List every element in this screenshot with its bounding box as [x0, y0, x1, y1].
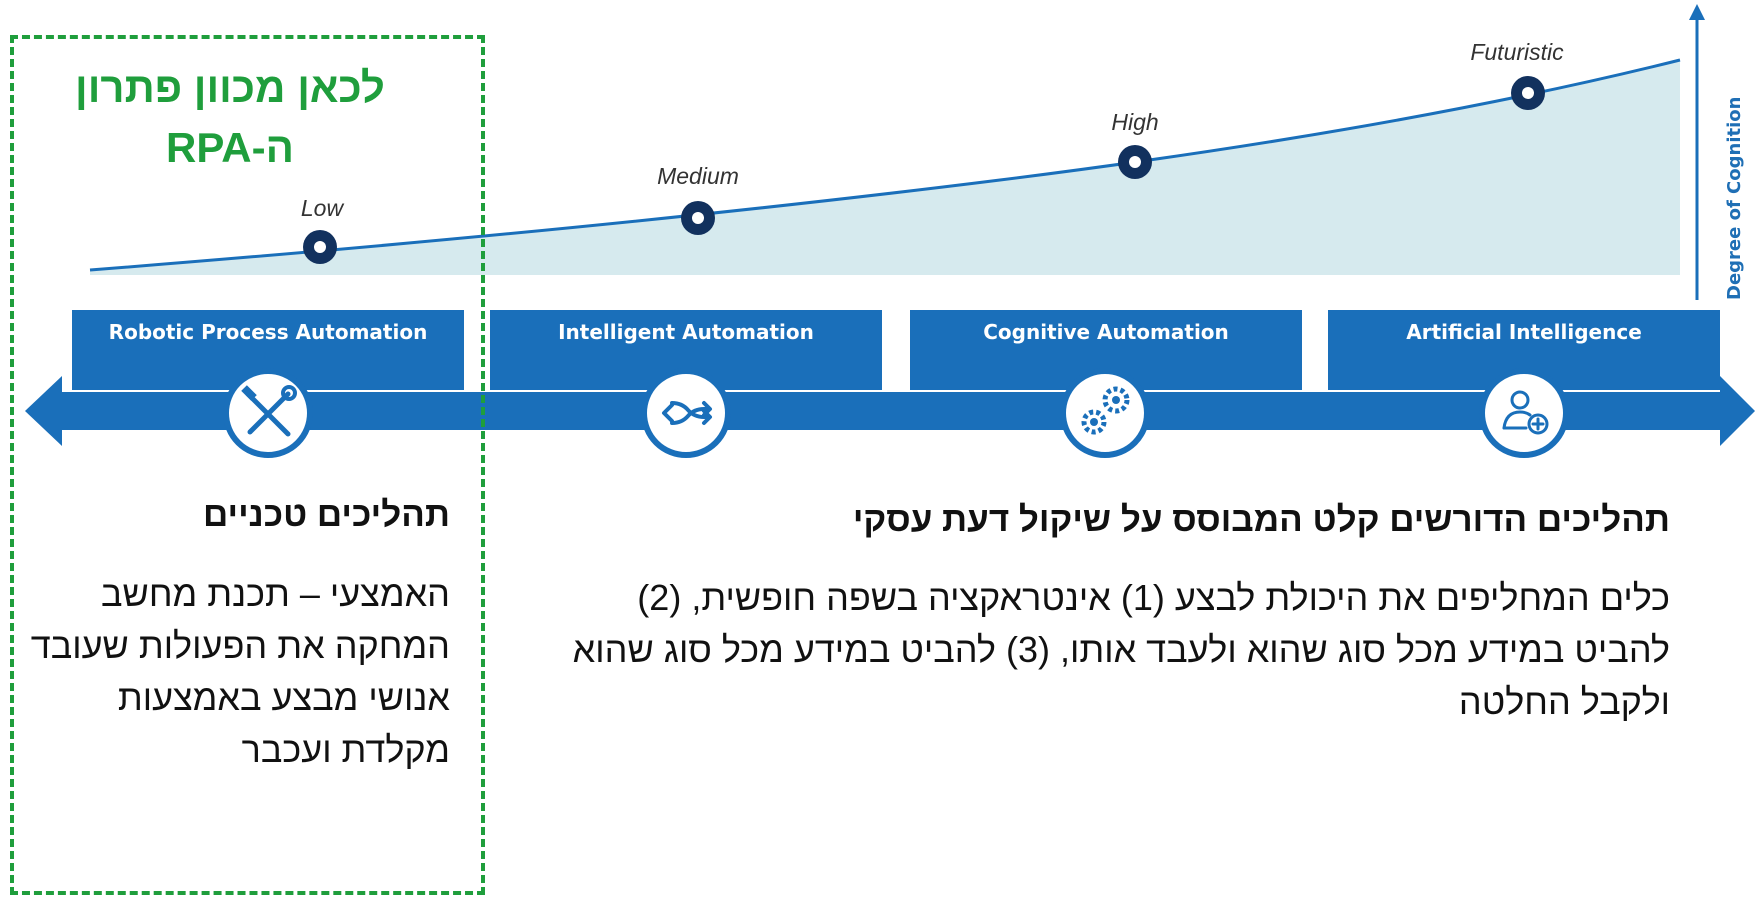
timeline-band — [58, 392, 1723, 430]
cognition-area — [90, 60, 1680, 275]
level-label-low: Low — [301, 195, 345, 221]
y-axis-label: Degree of Cognition — [1724, 97, 1745, 300]
level-label-futuristic: Futuristic — [1470, 39, 1564, 65]
level-point-medium — [681, 201, 715, 235]
stage-box-ai: Artificial Intelligence — [1328, 310, 1720, 390]
callout-title: לכאן מכוון פתרון ה-RPA — [20, 58, 440, 178]
cognition-curve — [89, 58, 1681, 272]
left-panel-heading: תהליכים טכניים — [203, 495, 450, 534]
callout-title-line1: לכאן מכוון פתרון — [75, 64, 385, 111]
callout-title-line2: ה-RPA — [166, 124, 294, 171]
rpa-focus-callout — [10, 35, 485, 895]
stage-box-intelligent: Intelligent Automation — [490, 310, 882, 390]
level-point-low — [303, 230, 337, 264]
y-axis-arrowhead — [1689, 4, 1705, 20]
right-panel-body: כלים המחליפים את היכולת לבצע (1) אינטראק… — [572, 577, 1670, 722]
stage-label-intelligent: Intelligent Automation — [558, 320, 814, 344]
right-panel-heading: תהליכים הדורשים קלט המבוסס על שיקול דעת … — [852, 500, 1670, 539]
stage-label-rpa: Robotic Process Automation — [108, 320, 428, 344]
level-point-high — [1118, 145, 1152, 179]
stage-box-cognitive: Cognitive Automation — [910, 310, 1302, 390]
level-label-high: High — [1111, 109, 1158, 135]
level-point-futuristic — [1511, 76, 1545, 110]
stage-label-ai: Artificial Intelligence — [1406, 320, 1642, 344]
stage-label-cognitive: Cognitive Automation — [983, 320, 1229, 344]
left-panel-body: האמצעי – תכנת מחשב המחקה את הפעולות שעוב… — [30, 573, 450, 770]
level-label-medium: Medium — [657, 163, 739, 189]
timeline-left-arrowhead — [25, 376, 62, 446]
timeline-right-arrowhead — [1720, 376, 1755, 446]
